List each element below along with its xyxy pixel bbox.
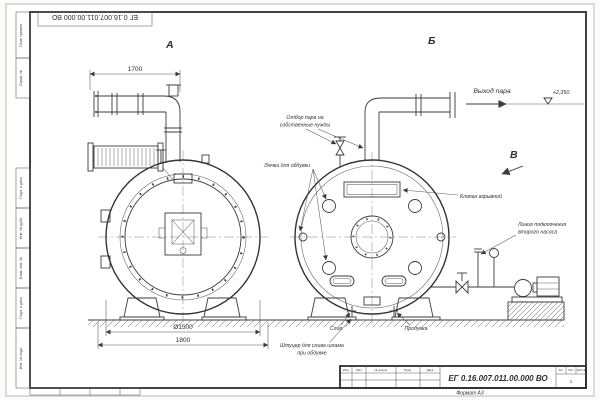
callout-blowdown: Продувка	[405, 326, 428, 332]
callout-steam-tap-line2: собственные нужды	[280, 123, 331, 129]
steam-piping-right: Выход пара +2,350	[364, 87, 584, 161]
steam-outlet-label: Выход пара	[473, 87, 511, 95]
doc-number-main: ЕГ 0.16.007.011.00.000 ВО	[448, 374, 548, 383]
stamp-listov: Листов	[577, 368, 586, 372]
shell-outline-b	[294, 159, 450, 315]
saddle-supports-a	[119, 297, 247, 321]
elevation-mark	[543, 97, 553, 105]
pipe-flanges-left	[93, 91, 182, 133]
margin-label: Справ. №	[19, 70, 23, 86]
door-hinge	[100, 209, 111, 223]
callout-steam-tap-line1: Отбор пара на	[286, 115, 323, 121]
margin-label: Инв. № подл.	[19, 347, 23, 369]
stamp-list2: Лист	[568, 368, 574, 372]
manhole	[350, 215, 394, 259]
stamp-izm: Изм.	[343, 368, 350, 372]
soot-hatch-circles	[298, 199, 446, 275]
callout-pump-line2: второго насоса	[518, 230, 557, 236]
view-v-label: В	[510, 149, 518, 161]
stamp-doc: № докум.	[374, 368, 387, 372]
title-block: Изм. Лист № докум. Подп. Дата ЕГ 0.16.00…	[339, 365, 587, 397]
margin-label: Подп. и дата	[19, 177, 23, 198]
stamp-podp: Подп.	[404, 368, 412, 372]
feed-pump	[507, 276, 565, 321]
bottom-stubs	[348, 306, 398, 317]
dim-pipe-length: 1700	[128, 66, 143, 73]
door-top-fitting	[173, 173, 193, 184]
front-door-ring	[124, 178, 242, 296]
sheet-frame	[5, 3, 595, 397]
view-v-arrow	[501, 165, 524, 176]
callout-sludge-line1: Штуцер для слива шлама	[280, 343, 344, 349]
stamp-data: Дата	[427, 368, 434, 372]
view-b-label: Б	[428, 35, 436, 47]
top-stamp: ЕГ 0.16.007.011.00.000 ВО	[37, 11, 153, 27]
view-a-label: А	[165, 39, 174, 51]
doc-number-top: ЕГ 0.16.007.011.00.000 ВО	[51, 13, 137, 20]
pump-assembly	[431, 248, 565, 321]
view-labels: А Б В	[165, 35, 524, 176]
callout-sludge-line2: при обдувке	[297, 351, 326, 357]
margin-label: Инв. № дубл.	[19, 217, 23, 239]
margin-label: Взам. инв. №	[19, 257, 23, 279]
steam-tap-valve	[334, 136, 346, 167]
door-hinge	[100, 255, 111, 269]
margin-label: Подп. и дата	[19, 297, 23, 318]
economizer-block	[87, 142, 175, 182]
callout-drain: Слив	[330, 326, 343, 332]
steam-piping-left	[93, 84, 182, 162]
margin-label: Перв. примен.	[19, 23, 23, 47]
ground-line	[88, 319, 564, 327]
dim-overall-width: 1800	[176, 337, 191, 344]
explosion-valve-opening	[343, 181, 401, 198]
burner-assembly	[158, 212, 208, 256]
handholes	[329, 275, 407, 306]
pipe-flanges-right	[415, 92, 456, 118]
dimensions: 1700 Ø1500 1800	[89, 66, 269, 349]
format-label: Формат А3	[456, 391, 484, 397]
stamp-list: Лист	[356, 368, 363, 372]
shutoff-valve	[455, 272, 469, 295]
stamp-sheet-no: 1	[570, 379, 573, 384]
callout-explosion-valve: Клапан взрывной	[460, 193, 502, 200]
bottom-left-cells	[29, 387, 141, 396]
door-bolts	[121, 175, 245, 299]
dim-shell-diameter: Ø1500	[173, 324, 193, 331]
shell-outline	[105, 159, 261, 315]
pressure-gauge	[489, 248, 499, 287]
stamp-lit: Лит.	[559, 368, 564, 372]
boiler-front-view-a	[98, 149, 268, 324]
margin-column: Перв. примен. Справ. № Подп. и дата Инв.…	[15, 11, 31, 389]
callout-pump-line1: Линия подключения	[517, 222, 566, 228]
boiler-rear-view-b	[290, 136, 456, 324]
second-pump-branch	[474, 248, 482, 287]
callouts: Отбор пара на собственные нужды Лючки дл…	[263, 115, 566, 357]
elevation-value: +2,350	[553, 90, 571, 96]
callout-soot-hatches: Лючки для обдувки	[263, 163, 310, 169]
